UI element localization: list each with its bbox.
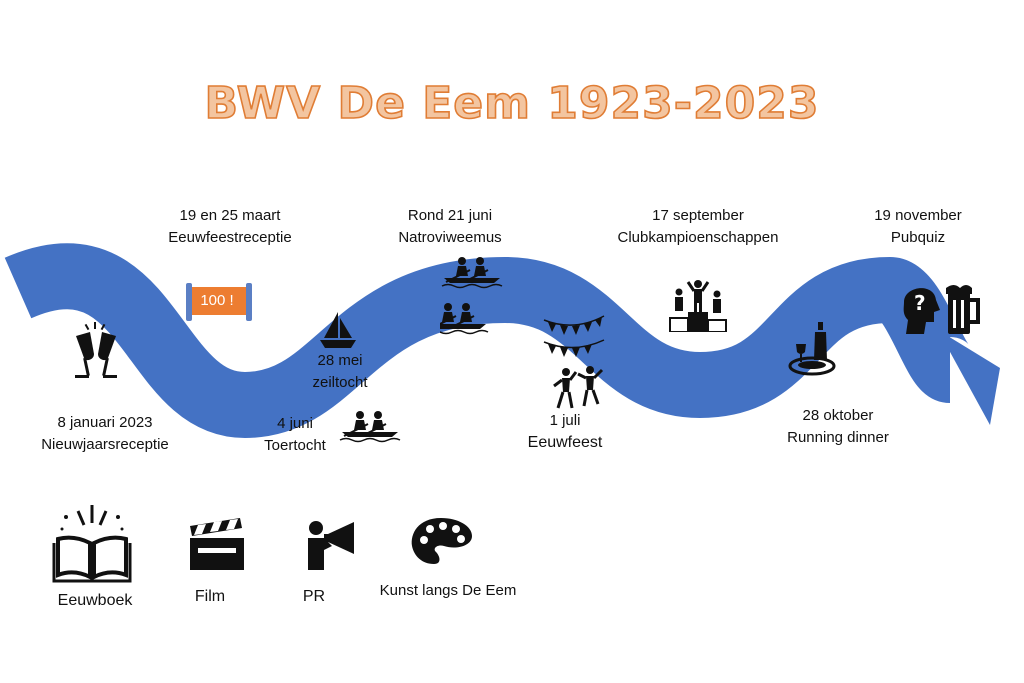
palette-icon	[411, 518, 472, 564]
event-eeuwfeest: 1 juli Eeuwfeest	[505, 410, 625, 454]
event-nieuwjaarsreceptie: 8 januari 2023 Nieuwjaarsreceptie	[30, 412, 180, 456]
event-name: zeiltocht	[312, 374, 368, 391]
event-toertocht: 4 juni Toertocht	[245, 413, 345, 457]
banner-badge: 100 !	[200, 292, 234, 309]
event-clubkampioenschappen: 17 september Clubkampioenschappen	[598, 205, 798, 249]
dinner-icon	[788, 322, 836, 376]
svg-text:?: ?	[914, 291, 926, 315]
megaphone-icon	[308, 521, 354, 570]
event-date: 8 januari 2023	[57, 414, 153, 431]
event-date: 17 september	[652, 207, 744, 224]
event-name: Clubkampioenschappen	[617, 229, 779, 246]
project-kunst-langs-de-eem: Kunst langs De Eem	[379, 582, 517, 599]
event-name: Eeuwfeest	[527, 434, 603, 451]
event-name: Eeuwfeestreceptie	[168, 229, 292, 246]
event-name: Running dinner	[787, 429, 889, 446]
project-pr: PR	[302, 588, 326, 605]
event-date: 19 november	[874, 207, 962, 224]
clapperboard-icon	[190, 518, 244, 570]
event-zeiltocht: 28 mei zeiltocht	[300, 350, 380, 394]
banner-icon	[186, 283, 252, 321]
podium-icon	[669, 280, 727, 332]
rowing-boat-icon	[339, 411, 401, 443]
party-icon	[543, 315, 605, 409]
rowing-boats-icon	[440, 257, 503, 335]
event-date: 4 juni	[277, 415, 313, 432]
event-date: 19 en 25 maart	[179, 207, 281, 224]
event-running-dinner: 28 oktober Running dinner	[768, 405, 908, 449]
champagne-icon	[75, 322, 117, 378]
project-film: Film	[194, 588, 226, 605]
sailboat-icon	[320, 312, 356, 348]
project-eeuwboek: Eeuwboek	[57, 592, 133, 609]
quiz-beer-icon: ?	[903, 285, 980, 334]
event-natroviweemus: Rond 21 juni Natroviweemus	[375, 205, 525, 249]
book-icon	[52, 505, 132, 583]
event-date: 1 juli	[549, 412, 581, 429]
event-name: Nieuwjaarsreceptie	[41, 436, 169, 453]
event-name: Natroviweemus	[398, 229, 502, 246]
event-date: 28 mei	[317, 352, 363, 369]
event-name: Toertocht	[264, 437, 326, 454]
event-name: Pubquiz	[890, 229, 946, 246]
page-title: BWV De Eem 1923-2023	[204, 77, 820, 130]
event-pubquiz: 19 november Pubquiz	[858, 205, 978, 249]
event-date: 28 oktober	[802, 407, 874, 424]
event-eeuwfeestreceptie: 19 en 25 maart Eeuwfeestreceptie	[145, 205, 315, 249]
event-date: Rond 21 juni	[407, 207, 493, 224]
